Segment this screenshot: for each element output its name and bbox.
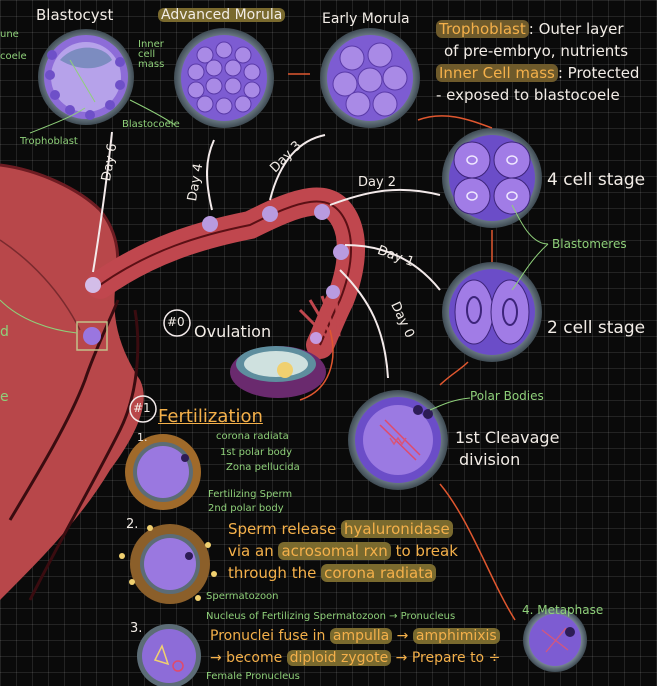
step3-line1: Pronuclei fuse in ampulla → amphimixis [210, 629, 500, 643]
step2-line1: Sperm release hyaluronidase [228, 522, 453, 537]
step3-line2-text-a: → become [210, 650, 287, 666]
ovulation-label: Ovulation [194, 324, 271, 340]
diploid-zygote-term: diploid zygote [287, 650, 392, 666]
trophoblast-term: Trophoblast [436, 20, 529, 38]
implanted-blastocyst [83, 327, 101, 345]
step2-line2: via an acrosomal rxn to break [228, 544, 458, 559]
early-morula-title: Early Morula [322, 12, 410, 26]
female-pronucleus-label: Female Pronucleus [206, 672, 300, 682]
left-edge-letter-d: d [0, 325, 9, 339]
zona-left-label: une [0, 30, 19, 40]
zona-pellucida-label: Zona pellucida [226, 463, 300, 473]
nucleus-pronucleus-note: Nucleus of Fertilizing Spermatozoon → Pr… [206, 612, 455, 622]
fertilization-title: Fertilization [158, 408, 263, 426]
icm-definition-line2: - exposed to blastocoele [436, 88, 620, 103]
step2-line2-text-c: to break [391, 542, 458, 560]
metaphase-cell [523, 608, 587, 672]
hyaluronidase-term: hyaluronidase [341, 520, 453, 538]
step1-number: 1. [137, 432, 148, 443]
first-cleavage-label-line2: division [459, 452, 520, 468]
uterus [0, 165, 144, 600]
two-cell-stage [442, 262, 542, 362]
fertilization-number: #1 [133, 402, 151, 414]
fertilization-step-cells [119, 434, 217, 686]
first-cleavage-cell [348, 390, 448, 490]
acrosomal-rxn-term: acrosomal rxn [278, 542, 390, 560]
corona-radiata-term: corona radiata [321, 564, 436, 582]
four-cell-label: 4 cell stage [547, 172, 645, 189]
step3-line1-text-a: Pronuclei fuse in [210, 628, 330, 644]
step2-line1-text: Sperm release [228, 520, 341, 538]
ovary [230, 346, 326, 398]
two-cell-label: 2 cell stage [547, 320, 645, 337]
blastocoele-label: Blastocoele [122, 120, 180, 130]
day2-label: Day 2 [358, 176, 396, 189]
blastocoele-left-label: coele [0, 52, 27, 62]
left-edge-letter-e: e [0, 390, 9, 404]
step3-line1-arrow: → [392, 628, 413, 644]
icm-definition: Inner Cell mass: Protected [436, 66, 639, 81]
corona-radiata-label: corona radiata [216, 432, 289, 442]
blastocyst-title: Blastocyst [36, 8, 113, 23]
first-polar-body-label: 1st polar body [220, 448, 292, 458]
step3-line2-text-c: → Prepare to ÷ [391, 650, 500, 666]
advanced-morula-cell [174, 28, 274, 128]
inner-cell-mass-label: Inner cell mass [138, 40, 178, 70]
trophoblast-label: Trophoblast [20, 137, 78, 147]
metaphase-label: 4. Metaphase [522, 604, 603, 616]
step2-line2-text-a: via an [228, 542, 278, 560]
four-cell-stage [442, 128, 542, 228]
early-morula-cell [320, 28, 420, 128]
ampulla-term: ampulla [330, 628, 392, 644]
icm-def-text: : Protected [558, 64, 640, 82]
step3-number: 3. [130, 622, 142, 635]
trophoblast-definition-line2: of pre-embryo, nutrients [444, 44, 628, 59]
step3-line2: → become diploid zygote → Prepare to ÷ [210, 651, 500, 665]
advanced-morula-title: Advanced Morula [158, 8, 285, 22]
spermatozoon-label: Spermatozoon [206, 592, 279, 602]
trophoblast-def-text: : Outer layer [529, 20, 624, 38]
ovulation-number: #0 [167, 316, 185, 328]
fertilizing-sperm-label: Fertilizing Sperm [208, 490, 292, 500]
step2-number: 2. [126, 518, 138, 531]
trophoblast-definition: Trophoblast: Outer layer [436, 22, 624, 37]
step2-line3-text: through the [228, 564, 321, 582]
blastomeres-label: Blastomeres [552, 238, 627, 250]
step2-line3: through the corona radiata [228, 566, 436, 581]
polar-bodies-label: Polar Bodies [470, 390, 544, 402]
second-polar-body-label: 2nd polar body [208, 504, 284, 514]
first-cleavage-label: 1st Cleavage [455, 430, 559, 446]
amphimixis-term: amphimixis [413, 628, 500, 644]
icm-term: Inner Cell mass [436, 64, 558, 82]
blastocyst-cell [38, 29, 134, 125]
